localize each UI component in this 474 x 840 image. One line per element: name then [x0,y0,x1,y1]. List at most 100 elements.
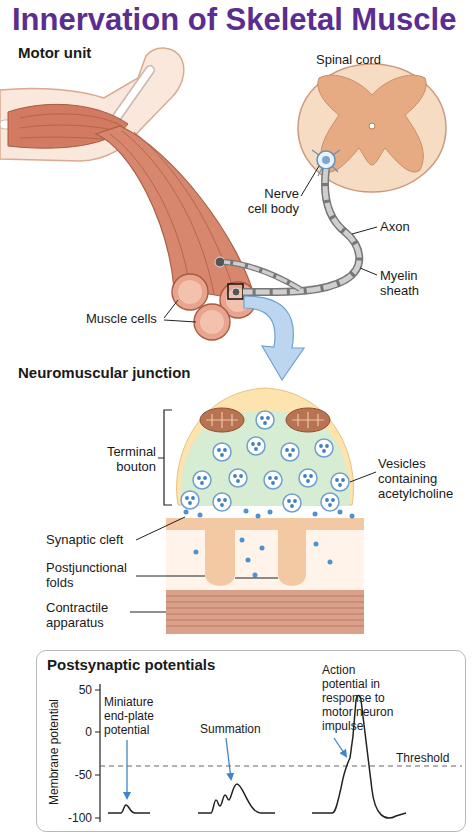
junction-illustration [193,471,211,489]
axis-tick: 0 [62,724,92,740]
junction-illustration [244,509,249,514]
spinal-cord [298,64,446,192]
part-label: Nerve cell body [244,186,299,216]
junction-illustration [184,509,355,578]
axon-myelin [224,262,300,289]
potential-chart [198,784,275,813]
bracket [158,410,172,505]
muscle-bundle [110,131,236,298]
leader-line [164,166,377,322]
leader-line [136,576,205,577]
muscle-bundle [96,126,256,340]
junction-illustration [184,510,189,515]
panel-heading: Postsynaptic potentials [47,656,215,674]
muscle-bundle [178,280,202,304]
part-label: Spinal cord [316,52,381,67]
axon-myelin [224,169,359,292]
junction-illustration [260,546,265,551]
junction-illustration [338,510,343,515]
junction-illustration [194,550,199,555]
junction-illustration [166,596,364,626]
axis-tick: -50 [62,767,92,783]
leader-line [350,472,376,482]
spinal-cord [322,156,330,164]
axis-title: Membrane potential [46,687,62,817]
junction-illustration [206,412,238,428]
junction-illustration [350,514,355,519]
junction-illustration [166,518,364,530]
junction-illustration [200,408,244,432]
axon-myelin [243,169,359,292]
leader-line [301,166,319,196]
leader-line [136,517,185,540]
part-label: Contractile apparatus [46,600,126,630]
junction-illustration [229,469,247,487]
chart-panel: Postsynaptic potentials [36,650,466,832]
arm-illustration [0,48,184,161]
potential-chart [226,738,231,779]
leader-line [352,227,377,234]
potential-chart [126,740,127,798]
potential-chart [108,805,150,813]
junction-illustration [198,513,203,518]
spinal-cord [317,151,335,169]
axon-myelin [224,262,300,289]
junction-illustration [286,408,330,432]
junction-illustration [253,573,258,578]
part-label: Postjunctional folds [46,560,132,590]
junction-illustration [240,538,245,543]
diagram-title: Innervation of Skeletal Muscle [12,2,456,38]
junction-illustration [281,443,299,461]
potential-chart [99,684,100,822]
junction-illustration [292,412,324,428]
junction-illustration [213,493,231,511]
threshold-label: Threshold [396,751,449,765]
leader-line [130,612,166,613]
part-label: Myelin sheath [380,268,430,298]
junction-illustration [268,510,273,515]
leader-line [130,472,376,612]
leader-line [164,320,196,322]
muscle-bundle [194,304,230,340]
axis-tick: -100 [62,810,92,826]
junction-illustration [247,437,265,455]
potential-chart [334,738,346,756]
spinal-cord [318,75,426,172]
junction-illustration [213,443,231,461]
axon-myelin [243,169,359,292]
arm-illustration [112,70,150,124]
muscle-bundle [228,284,243,299]
junction-illustration [299,469,317,487]
muscle-bundle [172,274,208,310]
junction-illustration [314,542,319,547]
junction-illustration [315,439,333,457]
junction-illustration [181,491,199,509]
bracket [158,410,172,505]
junction-illustration [313,512,318,517]
curve-label: Miniature end-plate potential [104,695,166,737]
leader-line [164,300,178,318]
part-label: Synaptic cleft [46,532,123,547]
junction-illustration [328,560,333,565]
part-label: Axon [380,219,410,234]
spinal-cord [369,123,375,129]
muscle-bundle [200,310,224,334]
junction-illustration [264,471,282,489]
arm-illustration [0,48,184,161]
junction-illustration [278,528,306,586]
axis-tick: 50 [62,682,92,698]
section-heading: Motor unit [18,44,91,62]
junction-illustration [166,388,364,634]
arm-illustration [112,70,150,124]
leader-line [360,268,377,275]
junction-illustration [331,473,349,491]
potential-chart [100,766,462,767]
junction-illustration [321,493,339,511]
leader-line [235,578,278,579]
junction-illustration [256,411,274,429]
spinal-cord [298,64,446,192]
zoom-arrow [244,296,304,380]
